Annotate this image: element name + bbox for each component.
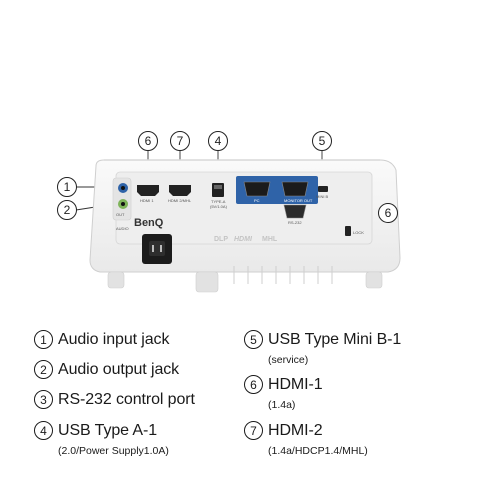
label-monitor-out: MONITOR OUT <box>284 198 313 203</box>
callout-2: 2 <box>57 200 77 220</box>
callout-7: 7 <box>170 131 190 151</box>
callout-6-top: 6 <box>138 131 158 151</box>
legend-item-4: 4 USB Type A-1 (2.0/Power Supply1.0A) <box>34 421 169 458</box>
legend-num: 4 <box>34 421 53 440</box>
dlp-logo: DLP <box>214 236 228 243</box>
legend-item-5: 5 USB Type Mini B-1 (service) <box>244 330 401 367</box>
label-hdmi1: HDMI 1 <box>140 198 154 203</box>
label-usb-a: TYPE-A <box>211 199 226 204</box>
hdmi-logo: HDMI <box>234 236 253 243</box>
callout-5: 5 <box>312 131 332 151</box>
legend-item-1: 1 Audio input jack <box>34 330 169 349</box>
legend-sub: (1.4a) <box>268 399 296 411</box>
projector-rear-illustration: HDMI 1 HDMI 2/MHL TYPE-A (5V/1.0A) PC MO… <box>75 150 401 293</box>
legend-label: USB Type A-1 <box>58 422 158 439</box>
label-audio-out: OUT <box>116 212 125 217</box>
legend-sub: (service) <box>268 354 309 366</box>
legend-num: 1 <box>34 330 53 349</box>
legend-num: 7 <box>244 421 263 440</box>
label-rs232: RS-232 <box>288 220 302 225</box>
label-lock: LOCK <box>353 230 364 235</box>
callout-6-right: 6 <box>378 203 398 223</box>
legend-sub: (2.0/Power Supply1.0A) <box>58 445 169 457</box>
legend-num: 3 <box>34 390 53 409</box>
label-pc: PC <box>254 198 260 203</box>
callout-4: 4 <box>208 131 228 151</box>
legend-sub: (1.4a/HDCP1.4/MHL) <box>268 445 368 457</box>
mhl-logo: MHL <box>262 236 278 243</box>
legend-label: USB Type Mini B-1 <box>268 331 402 348</box>
legend-item-7: 7 HDMI-2 (1.4a/HDCP1.4/MHL) <box>244 421 368 458</box>
legend-label: Audio input jack <box>58 331 170 348</box>
label-hdmi2: HDMI 2/MHL <box>168 198 192 203</box>
legend-label: RS-232 control port <box>58 391 195 408</box>
legend-item-3: 3 RS-232 control port <box>34 390 195 409</box>
label-usb-mini: MINI B <box>316 194 329 199</box>
legend-label: HDMI-1 <box>268 376 323 393</box>
legend-num: 5 <box>244 330 263 349</box>
legend-num: 6 <box>244 375 263 394</box>
legend-label: Audio output jack <box>58 361 180 378</box>
legend-label: HDMI-2 <box>268 422 323 439</box>
label-usb-a-sub: (5V/1.0A) <box>210 204 228 209</box>
callout-1: 1 <box>57 177 77 197</box>
brand-logo: BenQ <box>134 217 164 229</box>
legend-num: 2 <box>34 360 53 379</box>
label-audio: AUDIO <box>116 226 129 231</box>
legend-item-6: 6 HDMI-1 (1.4a) <box>244 375 323 412</box>
legend-item-2: 2 Audio output jack <box>34 360 179 379</box>
